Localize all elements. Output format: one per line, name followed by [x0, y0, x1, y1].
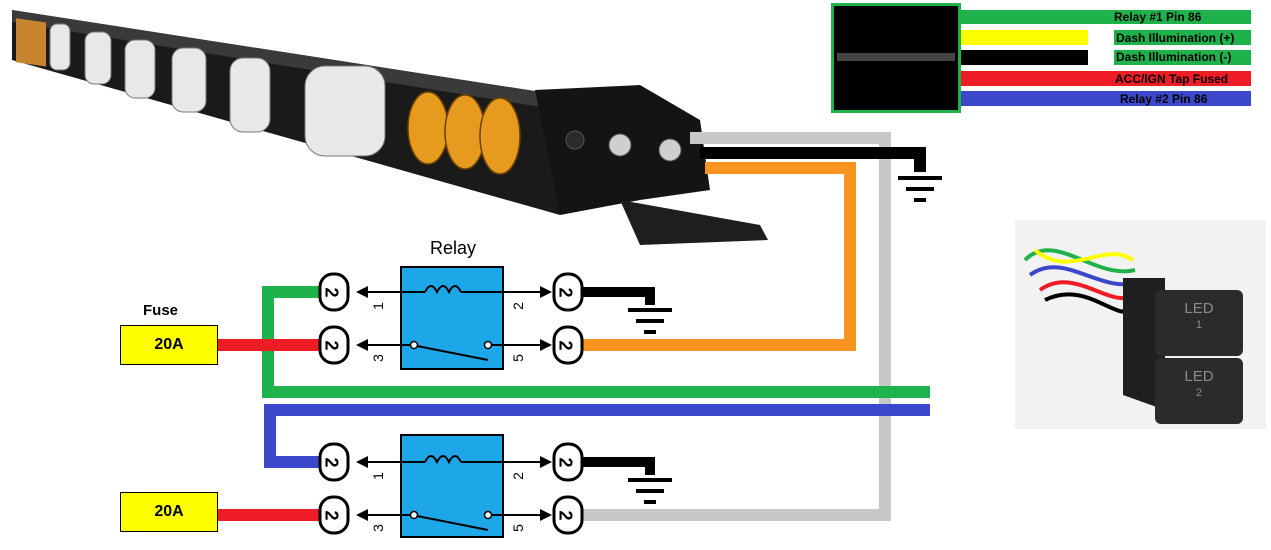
legend-wire-4	[961, 71, 1251, 86]
connector-glyph: 2	[321, 510, 342, 521]
relay1-pin-label: 1	[369, 302, 386, 310]
connector-glyph: 2	[321, 287, 342, 298]
legend-wire-3	[961, 50, 1088, 65]
relay1-ground-wire	[582, 287, 655, 305]
fuse-2-rating: 20A	[154, 503, 184, 520]
relay2-coil	[360, 455, 548, 531]
relay1-coil	[360, 285, 548, 361]
switch-button-1-label: LED	[1184, 300, 1214, 317]
switch-wires-icon	[1023, 248, 1165, 410]
ground-symbol-relay2	[628, 478, 672, 504]
connector-glyph: 2	[555, 510, 576, 521]
switch-button-1-number: 1	[1195, 319, 1203, 331]
legend-label-bg-3	[1114, 50, 1251, 65]
connector-glyph: 2	[321, 457, 342, 468]
switch-button-2-label: LED	[1184, 368, 1214, 385]
legend-wire-5	[961, 91, 1251, 106]
switch-photo: LED 1 LED 2	[1015, 220, 1266, 429]
connector-glyph: 2	[555, 457, 576, 468]
switch-button-1: LED 1	[1155, 290, 1243, 356]
bar-ground-wire	[700, 147, 926, 172]
legend-label-3: Dash Illumination (-)	[1116, 50, 1232, 64]
fuse-1-rating: 20A	[154, 336, 184, 353]
relay2-contacts	[409, 510, 493, 520]
light-bar-image	[12, 10, 768, 245]
orange-wire	[582, 162, 856, 351]
legend-switch-graphic	[831, 3, 961, 113]
legend-label-4: ACC/IGN Tap Fused	[1115, 72, 1229, 86]
connector-ovals	[318, 272, 584, 535]
legend-label-2: Dash Illumination (+)	[1116, 31, 1235, 45]
legend-label-5: Relay #2 Pin 86	[1120, 92, 1208, 106]
relay-2	[400, 434, 504, 538]
legend-label-1: Relay #1 Pin 86	[1114, 10, 1202, 24]
connector-glyph: 2	[555, 287, 576, 298]
ground-symbol-relay1	[628, 308, 672, 334]
relay2-pin-label: 1	[369, 472, 386, 480]
legend-wire-2	[961, 30, 1088, 45]
switch-button-2: LED 2	[1155, 358, 1243, 424]
relay1-pin-label: 5	[509, 354, 526, 362]
blue-wire	[264, 404, 930, 468]
legend: Relay #1 Pin 86 Dash Illumination (+) Da…	[831, 3, 1263, 113]
relay-title: Relay	[430, 238, 477, 258]
relay-1	[400, 266, 504, 370]
connector-glyph: 2	[321, 340, 342, 351]
connector-arrows	[356, 286, 552, 521]
relay2-ground-wire	[582, 457, 655, 475]
fuse-title: Fuse	[143, 302, 179, 319]
ground-symbol-bar	[898, 176, 942, 202]
legend-label-bg-2	[1114, 30, 1251, 45]
relay1-contacts	[409, 340, 493, 350]
connector-glyph: 2	[555, 340, 576, 351]
relay2-pin-label: 3	[369, 524, 386, 532]
relay2-pin-label: 2	[509, 472, 526, 480]
legend-wire-1	[961, 10, 1251, 24]
fuse-1: 20A	[120, 325, 218, 365]
relay1-pin-label: 3	[369, 354, 386, 362]
relay1-pin-label: 2	[509, 302, 526, 310]
gray-wire	[582, 132, 891, 521]
switch-button-2-number: 2	[1195, 387, 1203, 399]
relay2-pin-label: 5	[509, 524, 526, 532]
fuse-2: 20A	[120, 492, 218, 532]
